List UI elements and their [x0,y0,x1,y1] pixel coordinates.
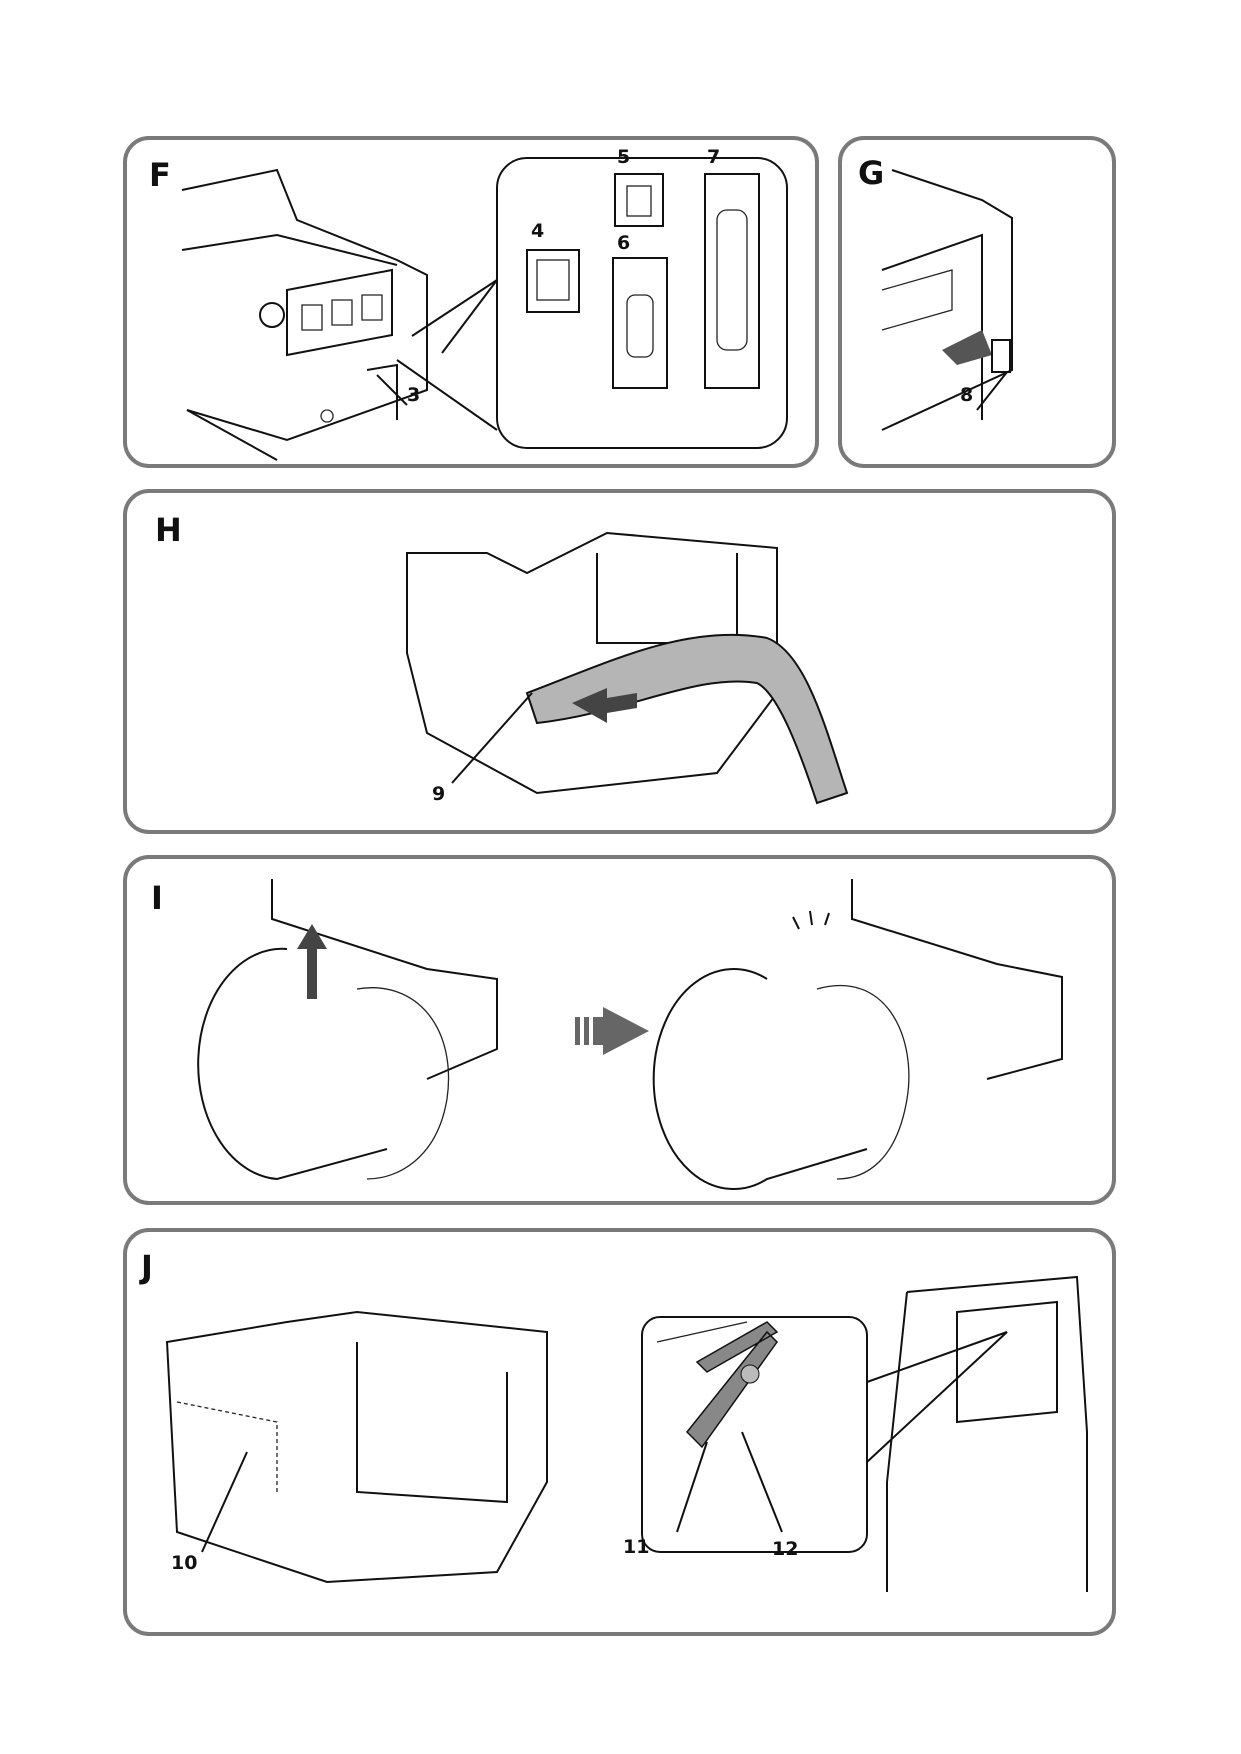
serial-db9-port-icon [612,257,668,389]
panel-i: I [123,855,1116,1205]
panel-g: G 8 [838,136,1116,468]
panel-letter: G [858,154,885,192]
callout-8: 8 [960,384,974,406]
insert-arrow-icon [942,330,992,365]
usb-b-port-icon [614,173,664,227]
panel-h: H 9 [123,489,1116,834]
callout-10: 10 [171,1552,198,1574]
printer-side-illustration [881,169,1013,431]
callout-6: 6 [617,232,631,254]
callout-3: 3 [407,384,421,406]
paper-loading-illustration [406,531,849,805]
callout-4: 4 [531,220,545,242]
callout-9: 9 [432,783,446,805]
panel-letter: F [149,156,171,194]
printer-rear-illustration [181,157,788,461]
parallel-db25-port-icon [704,173,760,389]
callout-12: 12 [772,1538,799,1560]
next-step-arrow-icon [575,1007,649,1055]
up-arrow-icon [297,924,327,999]
panel-letter: H [155,511,182,549]
callout-5: 5 [617,146,631,168]
cleaning-illustration [165,1275,1088,1592]
paper-insert-illustration [197,879,1063,1190]
callout-7: 7 [707,146,721,168]
panel-letter: I [151,879,163,917]
ethernet-port-icon [526,249,580,313]
paper-strip [525,633,849,805]
panel-letter: J [141,1248,153,1286]
panel-j: J 10 11 12 [123,1228,1116,1636]
panel-f: F 3 4 5 6 7 [123,136,819,468]
feed-arrow-icon [572,688,637,723]
callout-11: 11 [623,1536,650,1558]
